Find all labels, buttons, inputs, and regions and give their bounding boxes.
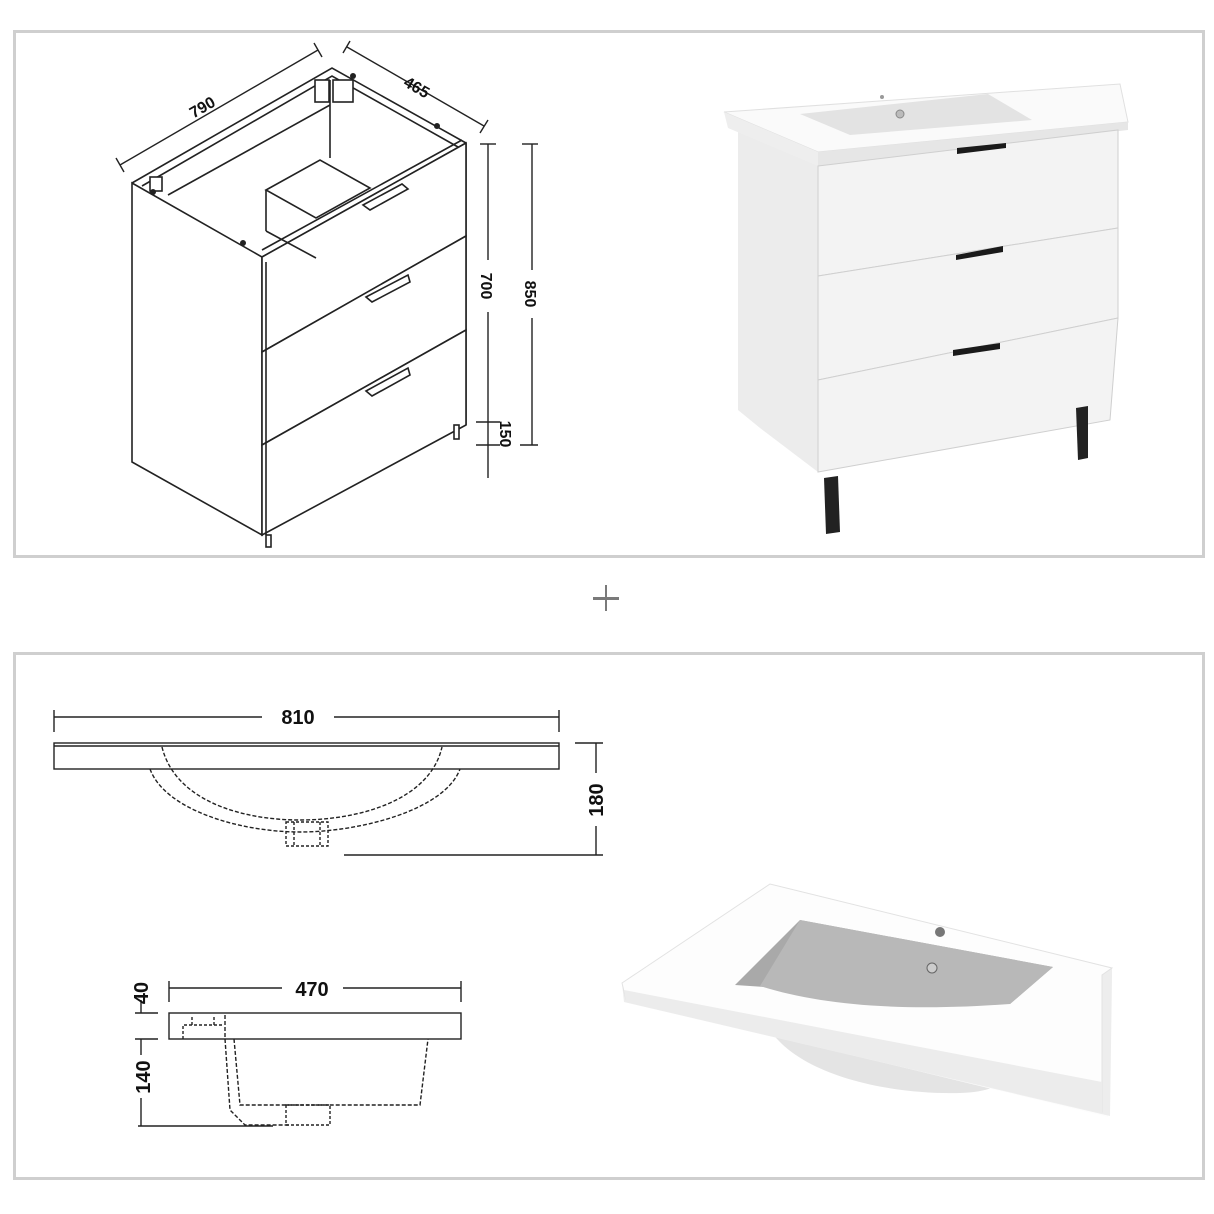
cabinet-render (723, 83, 1129, 534)
basin-render (621, 883, 1114, 1117)
plus-icon (593, 585, 619, 611)
dimension-cabinet-width: 790 (187, 94, 219, 122)
basin-side-drawing (135, 981, 462, 1127)
dimension-basin-bowl-depth: 140 (133, 1060, 155, 1093)
dimension-basin-top-thickness: 40 (131, 982, 153, 1004)
dimension-basin-height: 180 (586, 783, 608, 816)
basin-front-drawing (53, 710, 603, 856)
cabinet-screws (150, 73, 440, 246)
cabinet-dimension-lines (115, 40, 538, 478)
dimension-cabinet-body-height: 700 (477, 273, 494, 300)
dimension-cabinet-depth: 465 (400, 74, 432, 102)
dimension-cabinet-leg-height: 150 (496, 421, 513, 448)
dimension-cabinet-total-height: 850 (521, 281, 538, 308)
cabinet-line-drawing (131, 67, 467, 548)
dimension-basin-width: 810 (281, 707, 314, 729)
dimension-basin-depth: 470 (295, 979, 328, 1001)
